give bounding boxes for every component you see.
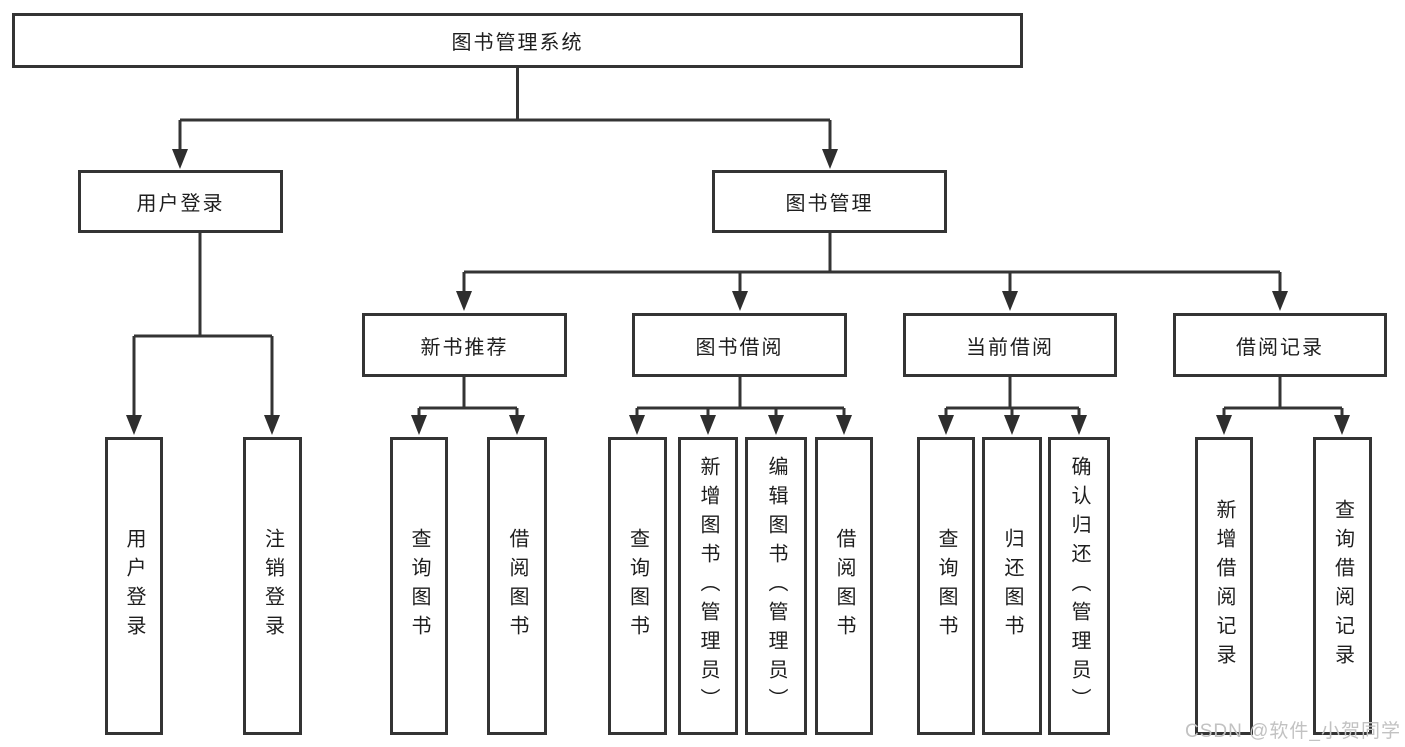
leaf-query-borrow-record: 查询借阅记录 <box>1313 437 1372 735</box>
node-label: 图书管理系统 <box>451 32 584 54</box>
node-user-login-branch: 用户登录 <box>78 170 283 233</box>
leaf-user-login: 用户登录 <box>105 437 163 735</box>
node-label: 查询图书 <box>626 528 649 644</box>
arrowhead <box>700 415 716 435</box>
leaf-query-books-2: 查询图书 <box>608 437 667 735</box>
arrowhead <box>1272 291 1288 311</box>
node-book-borrowing: 图书借阅 <box>632 313 847 377</box>
node-label: 借阅图书 <box>506 528 528 644</box>
leaf-query-books-1: 查询图书 <box>390 437 448 735</box>
node-root-library-system: 图书管理系统 <box>12 13 1023 68</box>
node-book-management-branch: 图书管理 <box>712 170 947 233</box>
arrowhead <box>172 149 188 169</box>
arrowhead <box>126 415 142 435</box>
node-label: 图书管理 <box>785 193 874 215</box>
leaf-add-book-admin: 新增图书（管理员） <box>678 437 738 735</box>
node-current-borrowing: 当前借阅 <box>903 313 1117 377</box>
leaf-confirm-return-admin: 确认归还（管理员） <box>1048 437 1110 735</box>
node-label: 借阅图书 <box>833 528 855 644</box>
leaf-query-books-3: 查询图书 <box>917 437 975 735</box>
leaf-borrow-books-1: 借阅图书 <box>487 437 547 735</box>
node-label: 注销登录 <box>261 528 284 644</box>
arrowhead <box>732 291 748 311</box>
node-label: 查询图书 <box>935 528 957 644</box>
node-new-book-recommendation: 新书推荐 <box>362 313 567 377</box>
node-borrowing-records: 借阅记录 <box>1173 313 1387 377</box>
arrowhead <box>1004 415 1020 435</box>
leaf-borrow-books-2: 借阅图书 <box>815 437 873 735</box>
arrowhead <box>1002 291 1018 311</box>
arrowhead <box>1216 415 1232 435</box>
node-label: 确认归还（管理员） <box>1068 455 1090 717</box>
node-label: 当前借阅 <box>966 336 1054 359</box>
node-label: 新增图书（管理员） <box>697 455 719 717</box>
arrowhead <box>264 415 280 435</box>
node-label: 编辑图书（管理员） <box>765 455 787 717</box>
arrowhead <box>1071 415 1087 435</box>
node-label: 新书推荐 <box>420 336 509 359</box>
arrowhead <box>836 415 852 435</box>
leaf-add-borrow-record: 新增借阅记录 <box>1195 437 1253 735</box>
arrowhead <box>509 415 525 435</box>
node-label: 归还图书 <box>1001 528 1023 644</box>
node-label: 查询图书 <box>408 528 430 644</box>
arrowhead <box>629 415 645 435</box>
node-label: 用户登录 <box>136 193 225 215</box>
arrowhead <box>938 415 954 435</box>
csdn-watermark: CSDN @软件_小贺同学 <box>1185 721 1401 742</box>
node-label: 图书借阅 <box>695 336 784 359</box>
node-label: 新增借阅记录 <box>1213 499 1235 673</box>
arrowhead <box>1334 415 1350 435</box>
node-label: 借阅记录 <box>1236 336 1324 359</box>
arrowhead <box>768 415 784 435</box>
arrowhead <box>822 149 838 169</box>
node-label: 用户登录 <box>123 528 145 644</box>
arrowhead <box>456 291 472 311</box>
leaf-edit-book-admin: 编辑图书（管理员） <box>745 437 807 735</box>
node-label: 查询借阅记录 <box>1331 499 1354 673</box>
leaf-logout: 注销登录 <box>243 437 302 735</box>
leaf-return-book: 归还图书 <box>982 437 1042 735</box>
arrowhead <box>411 415 427 435</box>
